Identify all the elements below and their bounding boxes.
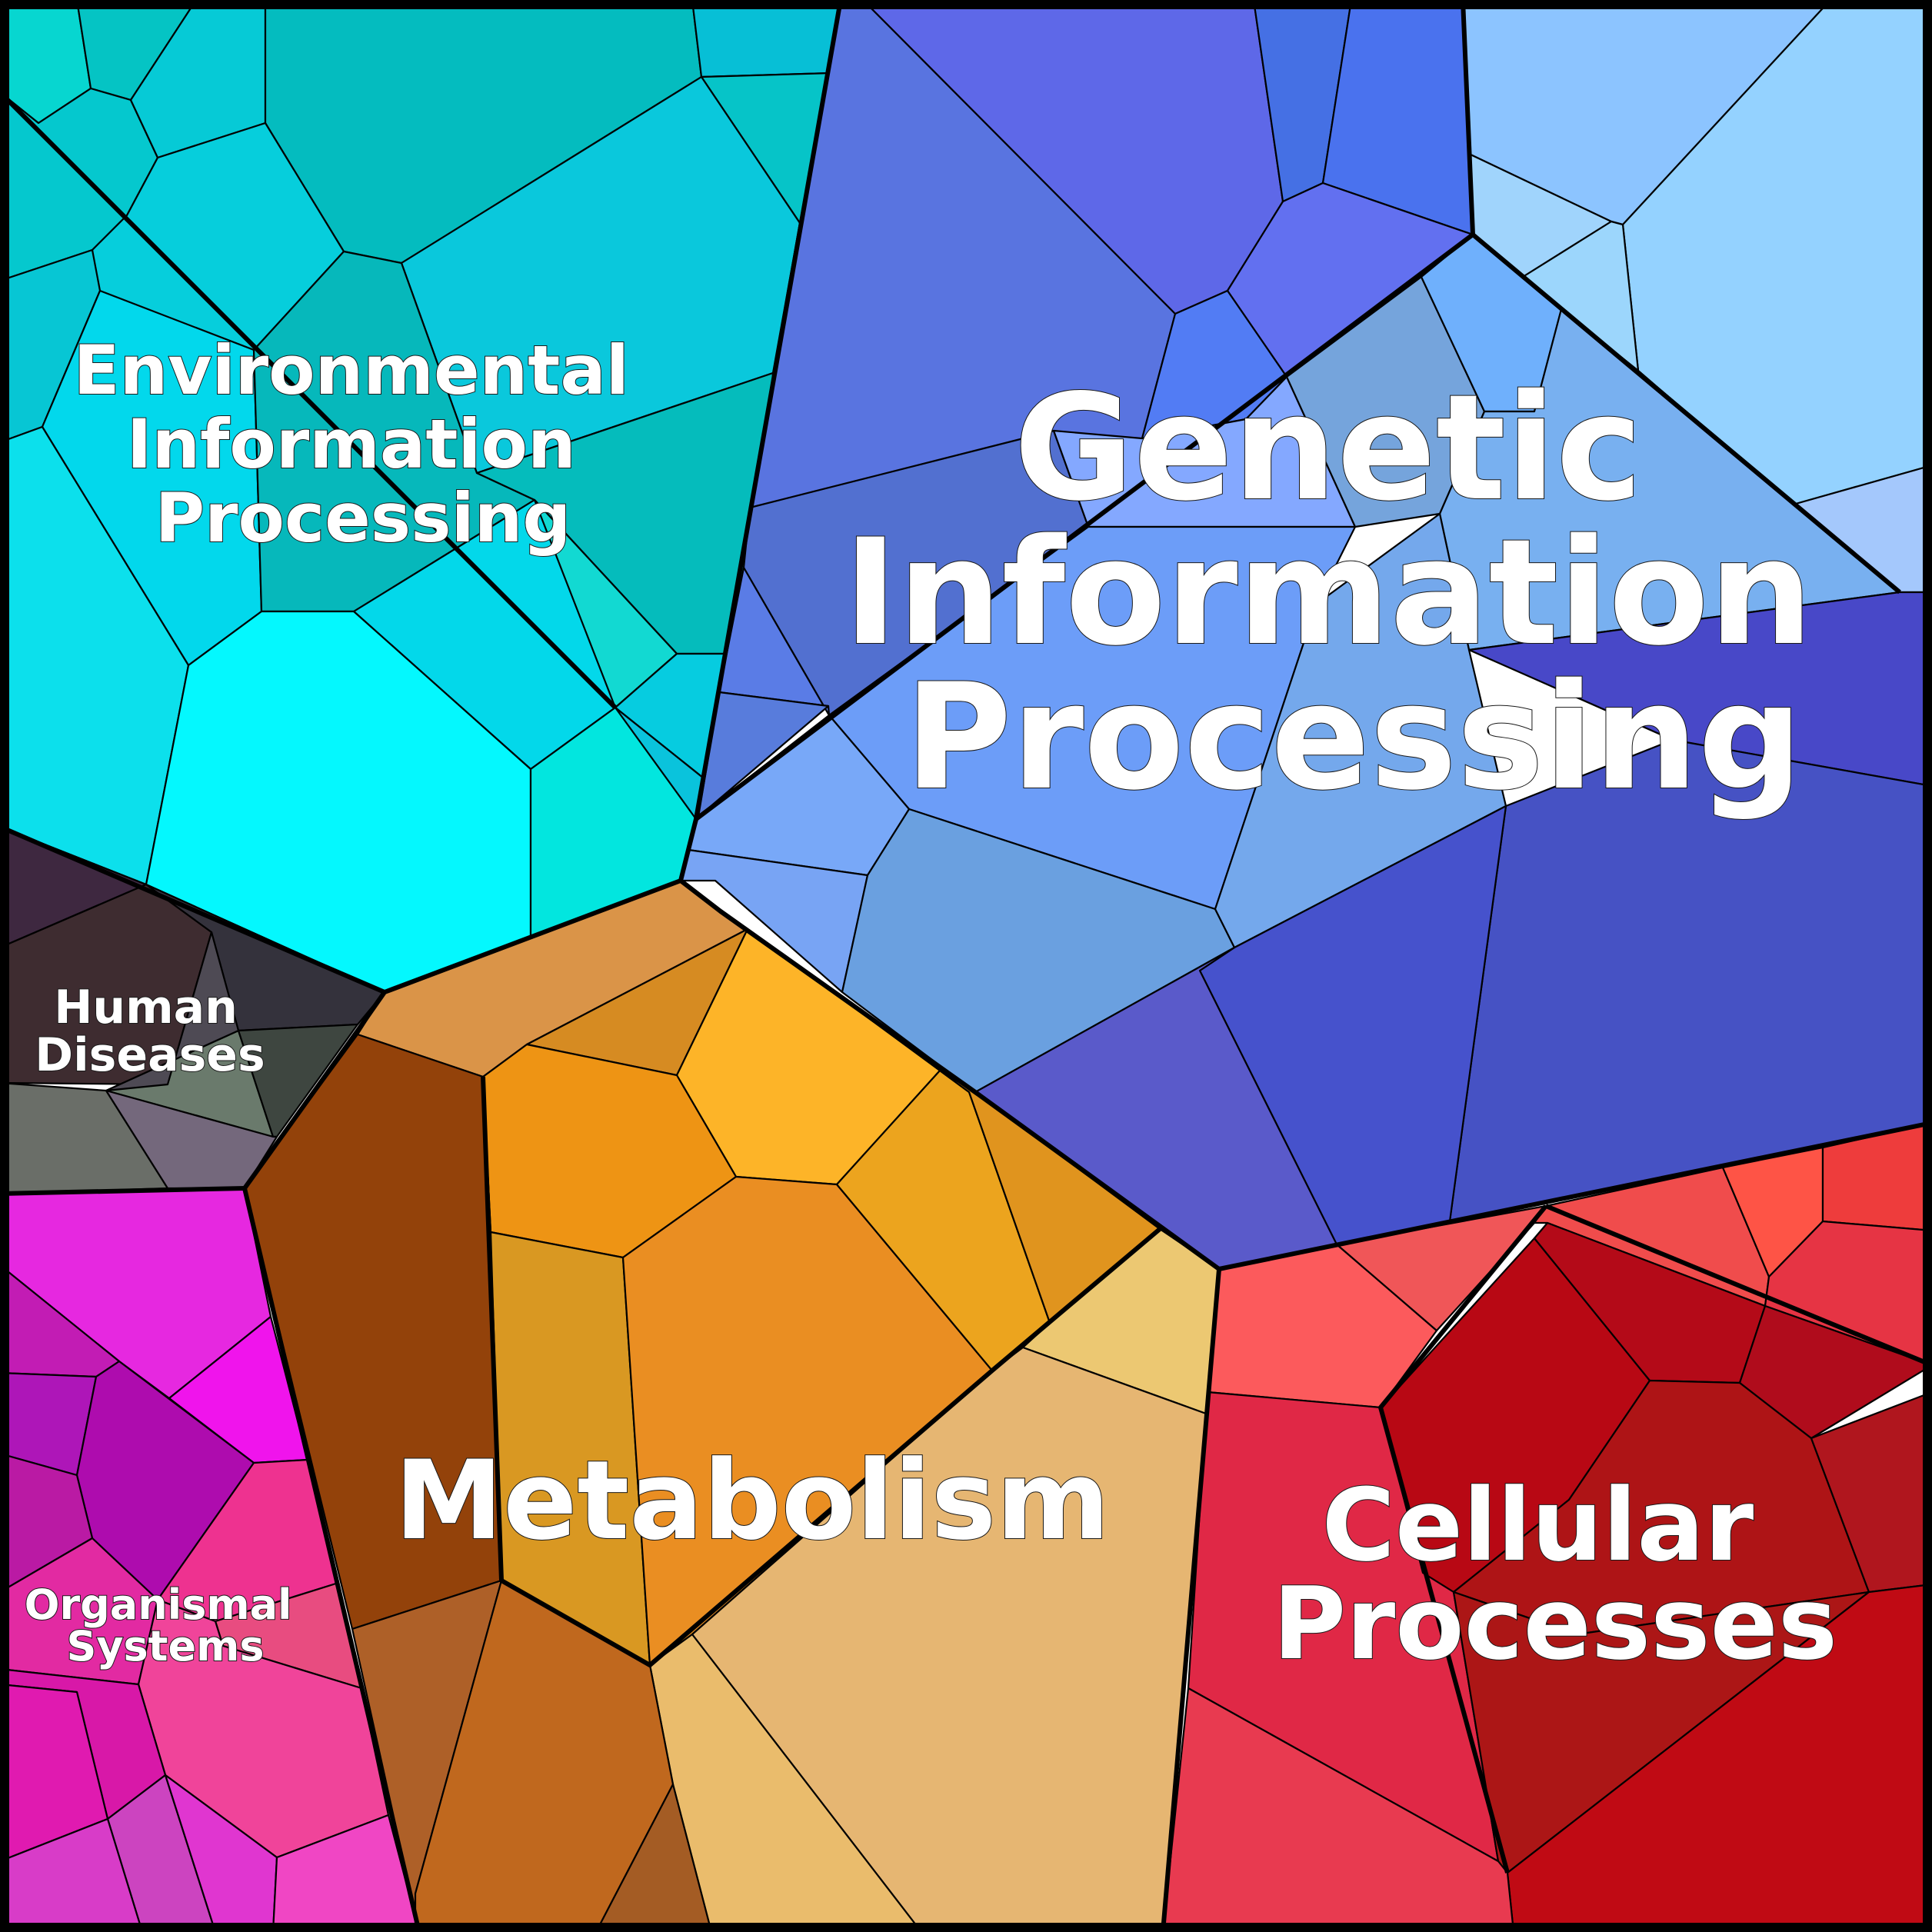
label-cellular: Cellular Processes	[1273, 1467, 1837, 1682]
label-metabolism-line1: Metabolism	[395, 1437, 1110, 1564]
label-environmental-line2: Information	[127, 405, 576, 484]
label-genetic-line3: Processing	[904, 652, 1803, 822]
border-hum-org	[0, 1186, 245, 1196]
labels: Environmental Information Processing Gen…	[24, 330, 1864, 1683]
label-cellular-line1: Cellular	[1322, 1467, 1754, 1584]
border-env-hum	[0, 824, 386, 994]
label-genetic-line2: Information	[844, 508, 1814, 678]
border-gen-cell	[1218, 1121, 1932, 1271]
env-cell	[691, 0, 842, 78]
label-environmental: Environmental Information Processing	[73, 331, 652, 558]
org-cell	[164, 1774, 278, 1932]
border-cell-inner2	[1544, 1204, 1932, 1367]
region-genetic	[679, 0, 1932, 1271]
region-cellular	[1161, 1121, 1932, 1932]
org-cell	[271, 1814, 421, 1932]
border-gen-met	[679, 878, 1221, 1271]
label-organismal-line1: Organismal	[25, 1581, 292, 1629]
label-genetic: Genetic Information Processing	[844, 363, 1864, 822]
label-metabolism: Metabolism	[395, 1437, 1110, 1564]
label-genetic-line1: Genetic	[1014, 363, 1643, 533]
label-environmental-line1: Environmental	[73, 331, 628, 410]
border-cell-inner	[1378, 1204, 1548, 1874]
border-hum-met	[242, 991, 387, 1190]
label-environmental-line3: Processing	[155, 478, 571, 558]
border-gen-lightblue	[1461, 0, 1475, 235]
label-human-line2: Diseases	[35, 1028, 265, 1082]
border-met-cell	[1161, 1268, 1221, 1932]
border-env-diag	[0, 90, 618, 710]
border-org-met	[242, 1188, 421, 1932]
region-human	[0, 825, 386, 1195]
hum-cell	[105, 931, 240, 1092]
label-human-line1: Human	[54, 981, 238, 1034]
region-environmental	[0, 0, 842, 994]
label-human: Human Diseases	[35, 981, 265, 1082]
label-cellular-line2: Processes	[1273, 1565, 1837, 1682]
gen-cell	[1467, 591, 1932, 788]
region-metabolism	[243, 879, 1221, 1932]
label-organismal-line2: Systems	[66, 1622, 264, 1671]
border-met-inner	[481, 1076, 1161, 1667]
org-cell	[0, 1817, 144, 1932]
met-cell	[595, 1783, 713, 1932]
border-env-met	[383, 878, 682, 994]
cell-cell	[1810, 1391, 1932, 1594]
label-organismal: Organismal Systems	[25, 1581, 307, 1671]
